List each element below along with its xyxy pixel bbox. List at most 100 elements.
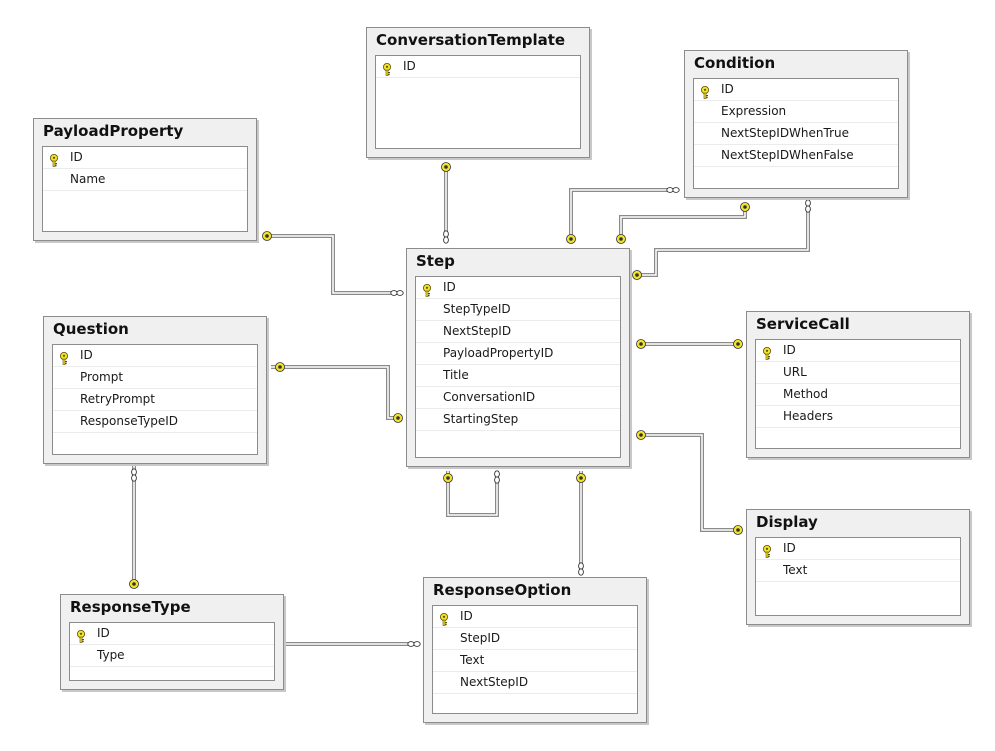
column-list: ID Type	[69, 622, 275, 681]
rel-step-payloadproperty	[268, 234, 402, 295]
key-end-display	[733, 525, 743, 535]
column-row[interactable]: StepTypeID	[416, 299, 620, 321]
column-name: Method	[783, 387, 829, 401]
column-name: Prompt	[80, 370, 124, 384]
column-row[interactable]: ID	[376, 56, 580, 78]
column-list: ID Name	[42, 146, 248, 232]
column-row[interactable]: ID	[70, 623, 274, 645]
column-name: ID	[80, 348, 93, 362]
table-title: Step	[416, 252, 455, 270]
key-end-condition	[740, 202, 750, 212]
column-name: URL	[783, 365, 807, 379]
column-row[interactable]: ID	[43, 147, 247, 169]
column-row[interactable]: ResponseTypeID	[53, 411, 257, 433]
column-row[interactable]: RetryPrompt	[53, 389, 257, 411]
column-name: ID	[783, 343, 796, 357]
table-title: ServiceCall	[756, 315, 850, 333]
inf-end-step-left	[390, 290, 404, 296]
key-end-question	[275, 362, 285, 372]
column-row[interactable]: ConversationID	[416, 387, 620, 409]
column-row[interactable]: ID	[53, 345, 257, 367]
column-name: RetryPrompt	[80, 392, 155, 406]
column-row[interactable]: NextStepIDWhenTrue	[694, 123, 898, 145]
inf-end-condition-bottom	[805, 199, 811, 213]
column-row[interactable]: NextStepIDWhenFalse	[694, 145, 898, 167]
column-name: Text	[783, 563, 808, 577]
column-row[interactable]: StepID	[433, 628, 637, 650]
column-name: ID	[403, 59, 416, 73]
key-end-step-question	[393, 413, 403, 423]
key-end-step-right	[632, 270, 642, 280]
column-row[interactable]: NextStepID	[433, 672, 637, 694]
column-name: Type	[97, 648, 125, 662]
primary-key-icon	[762, 345, 772, 360]
column-name: ResponseTypeID	[80, 414, 178, 428]
key-end-step-servicecall	[636, 339, 646, 349]
key-end-payloadproperty	[262, 231, 272, 241]
column-row[interactable]: ID	[694, 79, 898, 101]
table-title: ConversationTemplate	[376, 31, 566, 49]
key-end-conversationtemplate	[441, 162, 451, 172]
column-name: Text	[460, 653, 485, 667]
column-name: Expression	[721, 104, 787, 118]
inf-end-responseoption-left	[407, 641, 421, 647]
primary-key-icon	[700, 84, 710, 99]
column-row[interactable]: Name	[43, 169, 247, 191]
primary-key-icon	[422, 282, 432, 297]
column-row[interactable]: Text	[756, 560, 960, 582]
column-row[interactable]: StartingStep	[416, 409, 620, 431]
primary-key-icon	[382, 61, 392, 76]
key-end-responsetype-question	[129, 579, 139, 589]
column-row[interactable]: Expression	[694, 101, 898, 123]
rel-step-display	[637, 433, 742, 532]
table-title: PayloadProperty	[43, 122, 184, 140]
rel-step-condition	[619, 207, 747, 241]
table-title: Question	[53, 320, 129, 338]
column-row[interactable]: ID	[416, 277, 620, 299]
key-end-step-mid	[616, 234, 626, 244]
rel-step-question	[271, 365, 402, 420]
column-list: ID Text	[755, 537, 961, 616]
column-name: Name	[70, 172, 106, 186]
column-name: NextStepID	[443, 324, 512, 338]
column-row[interactable]: ID	[433, 606, 637, 628]
table-title: Display	[756, 513, 818, 531]
column-row[interactable]: Title	[416, 365, 620, 387]
column-name: PayloadPropertyID	[443, 346, 554, 360]
primary-key-icon	[76, 628, 86, 643]
column-row[interactable]: NextStepID	[416, 321, 620, 343]
column-row[interactable]: Type	[70, 645, 274, 667]
key-end-step-display	[636, 430, 646, 440]
column-row[interactable]: URL	[756, 362, 960, 384]
column-name: Headers	[783, 409, 833, 423]
column-row[interactable]: PayloadPropertyID	[416, 343, 620, 365]
primary-key-icon	[439, 611, 449, 626]
column-name: StartingStep	[443, 412, 519, 426]
column-row[interactable]: ID	[756, 538, 960, 560]
column-row[interactable]: Prompt	[53, 367, 257, 389]
column-name: ID	[721, 82, 734, 96]
column-row[interactable]: Headers	[756, 406, 960, 428]
column-row[interactable]: Method	[756, 384, 960, 406]
table-title: Condition	[694, 54, 776, 72]
column-name: Title	[443, 368, 469, 382]
column-row[interactable]: ID	[756, 340, 960, 362]
infinity-endpoint-markers	[131, 187, 811, 647]
column-name: ConversationID	[443, 390, 536, 404]
column-row[interactable]: Text	[433, 650, 637, 672]
inf-end-responseoption-top	[578, 562, 584, 576]
